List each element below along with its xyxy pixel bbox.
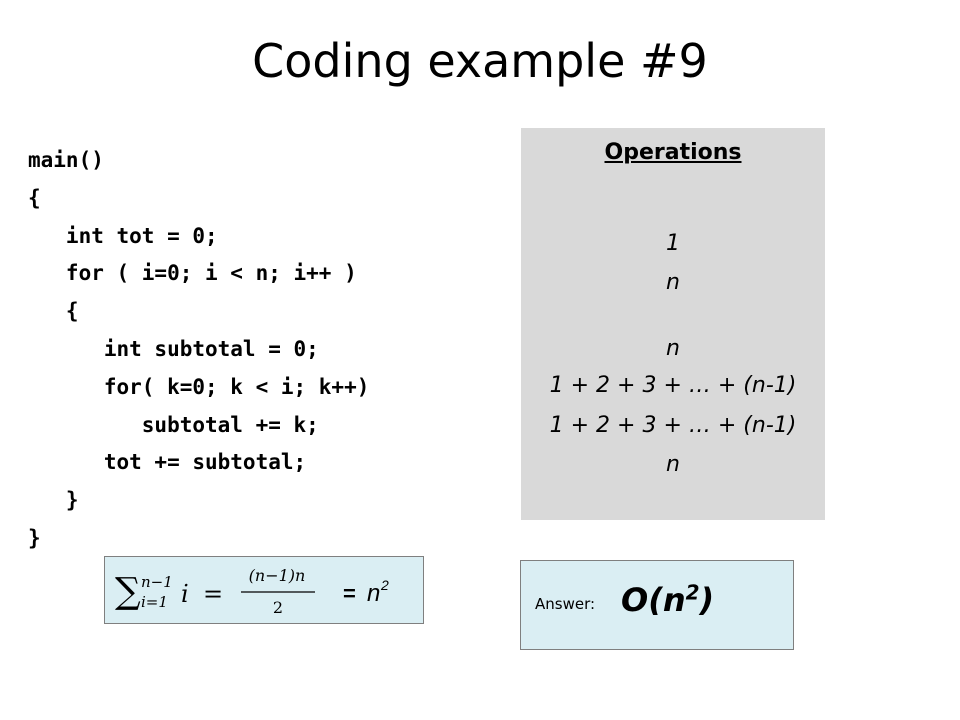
operation-count: n <box>666 452 680 477</box>
summation-formula-box: ∑ n−1 i=1 i = (n−1)n 2 = n 2 <box>104 556 424 624</box>
sum-lower-limit: i=1 <box>141 593 168 611</box>
code-line: int subtotal = 0; <box>28 336 319 361</box>
code-line: int tot = 0; <box>28 223 218 248</box>
code-line: tot += subtotal; <box>28 450 307 475</box>
answer-value-exponent: 2 <box>685 580 700 605</box>
result-base: n <box>367 580 380 607</box>
answer-value-prefix: O(n <box>621 581 686 619</box>
fraction-numerator: (n−1)n <box>249 566 306 585</box>
code-line: } <box>28 525 41 550</box>
operations-panel: Operations 1 n n 1 + 2 + 3 + … + (n-1) 1… <box>521 128 825 520</box>
operations-title: Operations <box>604 140 742 165</box>
answer-box: Answer: O(n2) <box>520 560 794 650</box>
code-line: for ( i=0; i < n; i++ ) <box>28 261 357 286</box>
code-line: { <box>28 299 79 324</box>
summation-formula: ∑ n−1 i=1 i = (n−1)n 2 = n 2 <box>115 566 389 617</box>
sum-symbol: ∑ <box>115 571 141 612</box>
fraction-denominator: 2 <box>273 598 283 617</box>
sum-upper-limit: n−1 <box>141 573 173 591</box>
code-line: { <box>28 185 41 210</box>
answer-label: Answer: <box>535 595 596 613</box>
code-line: for( k=0; k < i; k++) <box>28 374 370 399</box>
operation-count: n <box>666 270 680 295</box>
slide-title: Coding example #9 <box>252 34 708 88</box>
sum-term: i <box>181 580 189 608</box>
result-exponent: 2 <box>380 577 389 593</box>
equals-sign: = <box>203 580 223 608</box>
operation-count: 1 + 2 + 3 + … + (n-1) <box>549 413 797 438</box>
answer-value-suffix: ) <box>699 581 715 619</box>
answer-value: O(n2) <box>621 581 714 619</box>
result-equals-sign: = <box>343 581 356 606</box>
operation-count: n <box>666 336 680 361</box>
code-listing: main() { int tot = 0; for ( i=0; i < n; … <box>28 142 369 558</box>
operation-count: 1 + 2 + 3 + … + (n-1) <box>549 373 797 398</box>
code-line: subtotal += k; <box>28 412 319 437</box>
code-line: main() <box>28 148 104 172</box>
operation-count: 1 <box>666 231 680 256</box>
code-line: } <box>28 488 79 513</box>
